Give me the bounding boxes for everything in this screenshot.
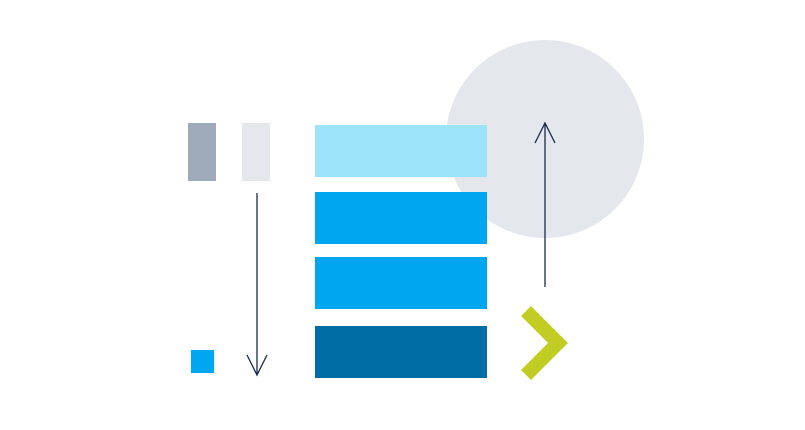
gray-block-dark <box>188 123 216 181</box>
stack-bar-3 <box>315 257 487 309</box>
stack-bar-2 <box>315 192 487 244</box>
gray-block-light <box>242 123 270 181</box>
arrow-down-icon <box>246 193 268 377</box>
stack-bar-4 <box>315 326 487 378</box>
stack-bar-1 <box>315 125 487 177</box>
chevron-right-icon <box>521 306 568 380</box>
blue-square <box>191 350 214 373</box>
